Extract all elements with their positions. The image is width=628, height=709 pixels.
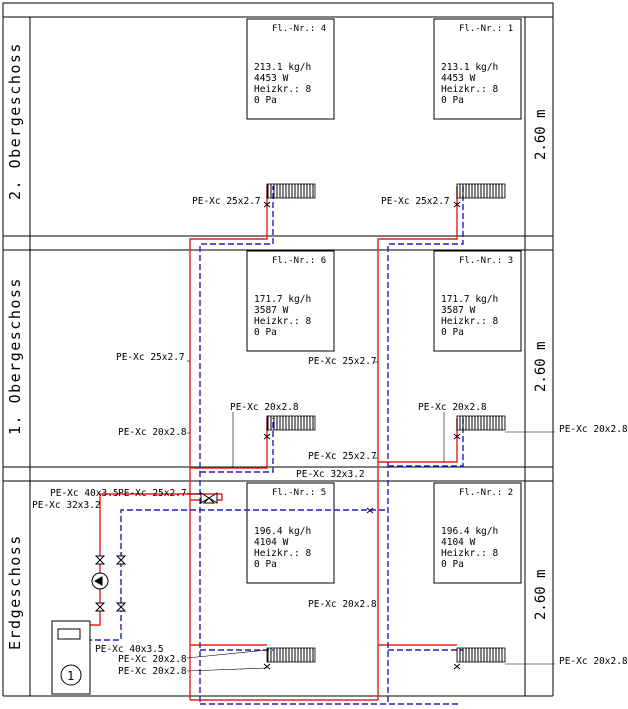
pipe-label: PE-Xc 20x2.8 (118, 427, 187, 438)
pipe-label: PE-Xc 25x2.7 (116, 352, 185, 363)
valve-icon (115, 602, 127, 612)
svg-text:213.1 kg/h: 213.1 kg/h (254, 62, 311, 73)
svg-text:3587 W: 3587 W (254, 305, 289, 316)
radiator-icon (266, 183, 316, 199)
shutoff-valves (94, 555, 127, 612)
pipe-label: PE-Xc 20x2.8 (118, 654, 187, 665)
valve-icon (94, 602, 106, 612)
floor-height-2og: 2.60 m (533, 109, 549, 160)
pipe-label: PE-Xc 40x3.5 (95, 644, 164, 655)
return-pipes (86, 186, 464, 702)
floor-label-eg: Erdgeschoss (6, 534, 24, 650)
svg-text:171.7 kg/h: 171.7 kg/h (441, 294, 498, 305)
svg-text:171.7 kg/h: 171.7 kg/h (254, 294, 311, 305)
svg-text:0 Pa: 0 Pa (254, 559, 277, 570)
svg-text:4453 W: 4453 W (254, 73, 289, 84)
pipe-label: PE-Xc 20x2.8 (308, 599, 377, 610)
radiator-icon (266, 415, 316, 431)
floor-labels: 2. Obergeschoss 1. Obergeschoss Erdgesch… (6, 42, 549, 650)
pipe-label: PE-Xc 25x2.7 (192, 196, 261, 207)
pipe-labels: PE-Xc 25x2.7 PE-Xc 25x2.7 PE-Xc 25x2.7 P… (32, 196, 628, 677)
pump-icon (91, 572, 109, 590)
svg-text:Fl.-Nr.: 4: Fl.-Nr.: 4 (272, 24, 326, 34)
valve-icon (94, 555, 106, 565)
pipe-label: PE-Xc 32x3.2 (32, 500, 101, 511)
svg-text:Fl.-Nr.: 2: Fl.-Nr.: 2 (459, 488, 513, 498)
svg-text:Fl.-Nr.: 1: Fl.-Nr.: 1 (459, 24, 513, 34)
valve-icon (263, 433, 271, 440)
svg-text:4104 W: 4104 W (254, 537, 289, 548)
radiators (266, 183, 506, 663)
pipe-label: PE-Xc 20x2.8 (418, 402, 487, 413)
supply-pipes (86, 186, 458, 700)
svg-text:4104 W: 4104 W (441, 537, 476, 548)
floor-label-2og: 2. Obergeschoss (6, 42, 24, 200)
pipe-label: PE-Xc 20x2.8 (559, 424, 628, 435)
svg-text:Heizkr.: 8: Heizkr.: 8 (254, 548, 311, 559)
svg-text:213.1 kg/h: 213.1 kg/h (441, 62, 498, 73)
svg-text:Heizkr.: 8: Heizkr.: 8 (441, 548, 498, 559)
svg-text:Fl.-Nr.: 3: Fl.-Nr.: 3 (459, 256, 513, 266)
room-box-fl1: Fl.-Nr.: 1 213.1 kg/h 4453 W Heizkr.: 8 … (433, 18, 522, 120)
floor-label-1og: 1. Obergeschoss (6, 277, 24, 435)
svg-text:196.4 kg/h: 196.4 kg/h (441, 526, 498, 537)
svg-text:0 Pa: 0 Pa (441, 95, 464, 106)
svg-text:Heizkr.: 8: Heizkr.: 8 (441, 316, 498, 327)
valve-icon (263, 201, 271, 208)
room-box-fl2: Fl.-Nr.: 2 196.4 kg/h 4104 W Heizkr.: 8 … (433, 482, 522, 584)
svg-text:0 Pa: 0 Pa (254, 95, 277, 106)
svg-text:3587 W: 3587 W (441, 305, 476, 316)
svg-text:0 Pa: 0 Pa (254, 327, 277, 338)
boiler-symbol: 1 (67, 669, 74, 683)
room-box-fl6: Fl.-Nr.: 6 171.7 kg/h 3587 W Heizkr.: 8 … (246, 250, 335, 352)
svg-text:4453 W: 4453 W (441, 73, 476, 84)
pipe-label: PE-Xc 25x2.7 (118, 488, 187, 499)
valve-icon (453, 663, 461, 670)
valve-icon (453, 201, 461, 208)
pipe-label: PE-Xc 25x2.7 (308, 356, 377, 367)
boiler: 1 (51, 620, 91, 695)
pipe-label: PE-Xc 20x2.8 (559, 656, 628, 667)
pipe-label: PE-Xc 40x3.5 (50, 488, 119, 499)
pipe-label: PE-Xc 32x3.2 (296, 469, 365, 480)
svg-text:0 Pa: 0 Pa (441, 327, 464, 338)
radiator-icon (266, 647, 316, 663)
svg-text:Heizkr.: 8: Heizkr.: 8 (254, 316, 311, 327)
radiator-icon (456, 647, 506, 663)
pipe-label: PE-Xc 25x2.7 (308, 451, 377, 462)
svg-text:Fl.-Nr.: 5: Fl.-Nr.: 5 (272, 488, 326, 498)
bottom-pipes (190, 699, 460, 705)
mixing-valve-icon (200, 492, 218, 504)
valve-icon (453, 433, 461, 440)
radiator-icon (456, 183, 506, 199)
radiator-icon (456, 415, 506, 431)
pipe-label: PE-Xc 20x2.8 (230, 402, 299, 413)
svg-text:196.4 kg/h: 196.4 kg/h (254, 526, 311, 537)
floor-height-1og: 2.60 m (533, 341, 549, 392)
pipe-label: PE-Xc 25x2.7 (381, 196, 450, 207)
floor-height-eg: 2.60 m (533, 569, 549, 620)
svg-text:Heizkr.: 8: Heizkr.: 8 (441, 84, 498, 95)
valve-icon (366, 507, 374, 514)
room-box-fl5: Fl.-Nr.: 5 196.4 kg/h 4104 W Heizkr.: 8 … (246, 482, 335, 584)
radiator-valves (263, 201, 461, 670)
leader-lines (186, 360, 555, 672)
room-box-fl4: Fl.-Nr.: 4 213.1 kg/h 4453 W Heizkr.: 8 … (246, 18, 335, 120)
valve-icon (115, 555, 127, 565)
pipe-label: PE-Xc 20x2.8 (118, 666, 187, 677)
room-box-fl3: Fl.-Nr.: 3 171.7 kg/h 3587 W Heizkr.: 8 … (433, 250, 522, 352)
building-frame (2, 2, 554, 697)
svg-text:Fl.-Nr.: 6: Fl.-Nr.: 6 (272, 256, 326, 266)
svg-text:0 Pa: 0 Pa (441, 559, 464, 570)
svg-text:Heizkr.: 8: Heizkr.: 8 (254, 84, 311, 95)
